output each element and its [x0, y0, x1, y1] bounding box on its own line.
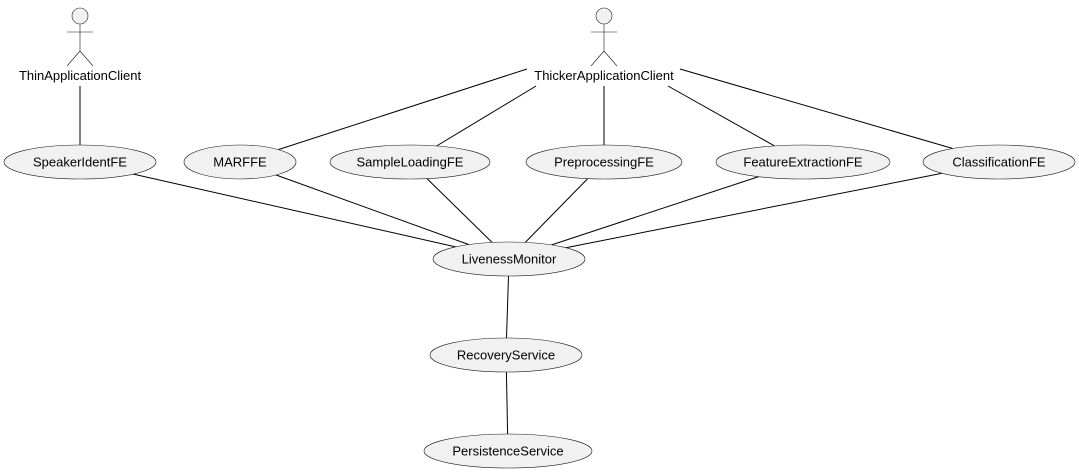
connection-thicker-marffe	[278, 68, 528, 151]
usecase-ellipse	[429, 337, 583, 373]
connection-liveness-recovery	[506, 275, 509, 339]
usecase-speakerident[interactable]: SpeakerIdentFE	[3, 144, 157, 180]
connection-marffe-liveness	[275, 174, 470, 246]
usecase-sampleloading[interactable]: SampleLoadingFE	[329, 144, 491, 180]
usecase-label: PreprocessingFE	[554, 155, 654, 170]
connection-preprocessing-liveness	[524, 178, 589, 243]
connection-featureextraction-liveness	[551, 176, 759, 246]
usecase-classification[interactable]: ClassificationFE	[922, 144, 1076, 180]
usecase-ellipse	[715, 144, 891, 180]
usecase-label: RecoveryService	[457, 348, 555, 363]
connection-thicker-sampleloading	[436, 85, 537, 147]
connection-speakerident-liveness	[133, 173, 456, 248]
usecase-label: PersistenceService	[452, 444, 563, 459]
actor-label: ThinApplicationClient	[19, 68, 142, 83]
usecase-liveness[interactable]: LivenessMonitor	[432, 241, 586, 277]
connection-sampleloading-liveness	[426, 178, 493, 243]
usecase-preprocessing[interactable]: PreprocessingFE	[525, 144, 683, 180]
connection-classification-liveness	[565, 172, 943, 249]
connections-layer	[79, 68, 953, 435]
nodes-layer: ThinApplicationClient ThickerApplicationC…	[3, 7, 1076, 469]
stick-figure-actor-icon	[66, 7, 94, 67]
usecase-label: MARFFE	[213, 155, 267, 170]
actor-thicker[interactable]: ThickerApplicationClient	[534, 7, 674, 83]
usecase-ellipse	[525, 144, 683, 180]
usecase-label: ClassificationFE	[952, 155, 1046, 170]
usecase-label: LivenessMonitor	[462, 252, 557, 267]
stick-figure-actor-icon	[590, 7, 618, 67]
connection-recovery-persistence	[505, 371, 509, 435]
usecase-marffe[interactable]: MARFFE	[183, 144, 297, 180]
usecase-label: SampleLoadingFE	[357, 155, 464, 170]
connection-thicker-featureextraction	[667, 85, 775, 147]
usecase-recovery[interactable]: RecoveryService	[429, 337, 583, 373]
usecase-ellipse	[329, 144, 491, 180]
actor-thin[interactable]: ThinApplicationClient	[19, 7, 142, 83]
actor-label: ThickerApplicationClient	[534, 68, 674, 83]
usecase-ellipse	[432, 241, 586, 277]
usecase-ellipse	[423, 433, 593, 469]
usecase-ellipse	[922, 144, 1076, 180]
usecase-label: FeatureExtractionFE	[743, 155, 863, 170]
usecase-ellipse	[3, 144, 157, 180]
usecase-label: SpeakerIdentFE	[33, 155, 127, 170]
usecase-ellipse	[183, 144, 297, 180]
connection-thicker-classification	[679, 68, 953, 149]
usecase-featureextraction[interactable]: FeatureExtractionFE	[715, 144, 891, 180]
usecase-persistence[interactable]: PersistenceService	[423, 433, 593, 469]
